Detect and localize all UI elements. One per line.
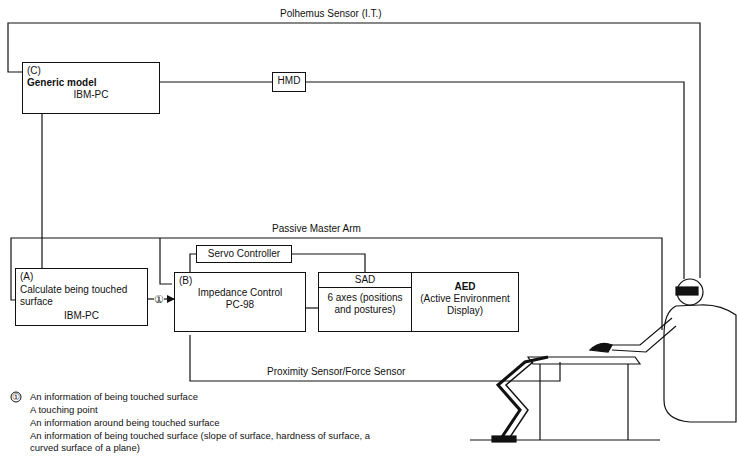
- body: [664, 305, 736, 422]
- servo-label: Servo Controller: [201, 248, 287, 260]
- note-text: An information of being touched surface: [30, 391, 198, 403]
- box-subtitle: IBM-PC: [20, 310, 143, 322]
- table-leg: [627, 364, 628, 440]
- process-box: Servo Controller: [196, 245, 292, 263]
- process-box: (A)Calculate being touched surfaceIBM-PC: [15, 268, 148, 326]
- touch-object: [590, 343, 612, 352]
- wire-label: Proximity Sensor/Force Sensor: [265, 366, 407, 378]
- aed-header: AED: [416, 281, 514, 293]
- robot-base: [492, 436, 516, 442]
- callout-number: ①: [11, 391, 21, 403]
- sensor-wire: [190, 335, 560, 381]
- wire-label: Polhemus Sensor (I.T.): [278, 8, 384, 20]
- box-title: Generic model: [27, 77, 155, 89]
- box-subtitle: IBM-PC: [27, 89, 155, 101]
- box-label: (C): [27, 65, 155, 77]
- head: [677, 279, 703, 305]
- note-text: An information of being touched surface …: [30, 430, 390, 454]
- connector: [160, 81, 272, 82]
- hmd-label: HMD: [277, 75, 301, 87]
- connector: [306, 307, 318, 308]
- hmd-goggles: [676, 287, 698, 295]
- robot-linkage: [498, 357, 548, 440]
- callout-circle: [11, 392, 21, 402]
- display-box: AED(Active Environment Display): [411, 272, 519, 332]
- process-box: (C)Generic modelIBM-PC: [22, 62, 160, 114]
- robot-linkage: [506, 362, 533, 440]
- box-title: Calculate being touched surface: [20, 283, 143, 310]
- box-label: (A): [20, 271, 143, 283]
- note-text: An information around being touched surf…: [30, 417, 220, 429]
- table-leg: [539, 364, 540, 440]
- sad-body: 6 axes (positions and postures): [319, 288, 411, 316]
- arm: [610, 318, 676, 352]
- box-subtitle: PC-98: [179, 299, 301, 311]
- box-title: Impedance Control: [179, 287, 301, 299]
- hmd-wire: [306, 82, 684, 279]
- display-box: SAD6 axes (positions and postures): [318, 272, 412, 332]
- sad-header: SAD: [319, 273, 411, 288]
- connector: [41, 114, 42, 268]
- process-box: HMD: [272, 72, 306, 92]
- sensor-wire: [8, 23, 700, 278]
- box-label: (B): [179, 275, 301, 287]
- master-arm-branch: [160, 238, 172, 284]
- connector: [292, 254, 365, 272]
- note-text: A touching point: [30, 404, 98, 416]
- aed-body: (Active Environment Display): [416, 293, 514, 317]
- process-box: (B)Impedance ControlPC-98: [174, 272, 306, 332]
- callout-number: ①: [154, 293, 164, 305]
- wire-label: Passive Master Arm: [270, 223, 363, 235]
